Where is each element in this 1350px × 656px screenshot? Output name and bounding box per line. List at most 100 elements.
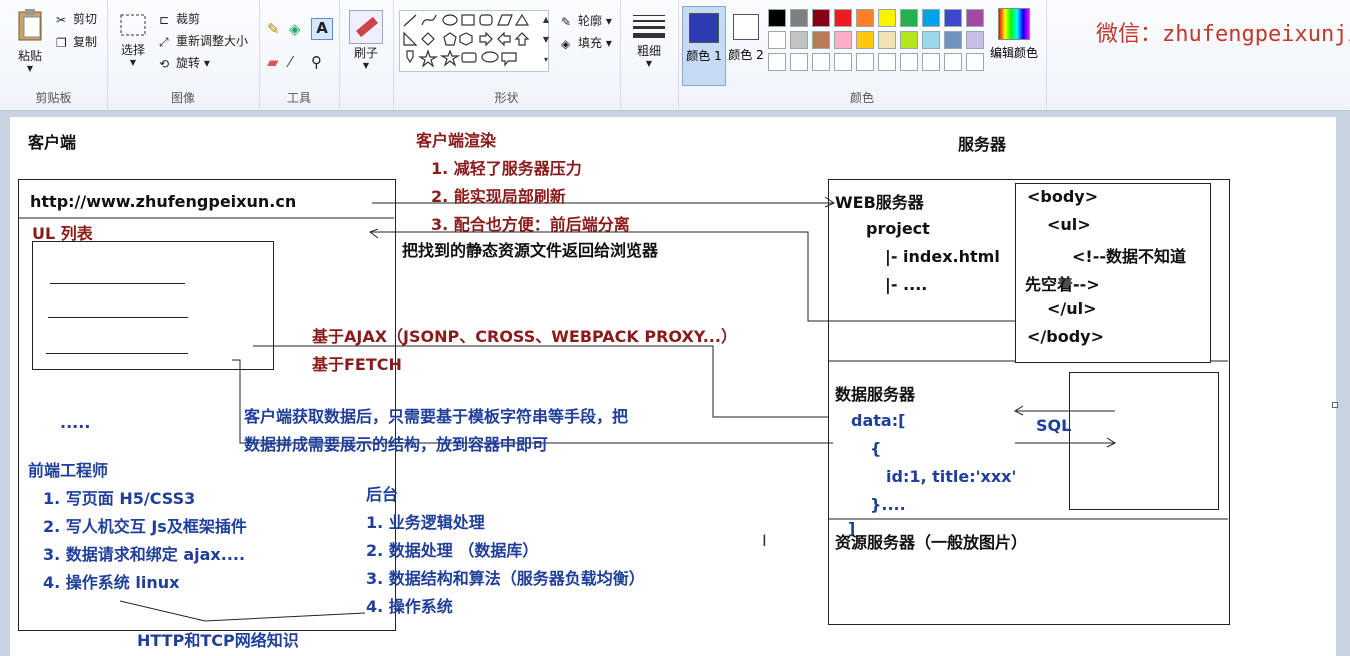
- project-label: project: [866, 219, 930, 238]
- fe-point-4: 4. 操作系统 linux: [43, 573, 180, 592]
- edit-colors-button[interactable]: 编辑颜色: [988, 8, 1040, 61]
- select-label: 选择: [120, 43, 145, 57]
- be-point-1: 1. 业务逻辑处理: [366, 513, 485, 532]
- eraser-icon[interactable]: ▰: [267, 53, 279, 71]
- palette-color-swatch[interactable]: [856, 9, 874, 27]
- size-label: 粗细: [636, 44, 661, 58]
- palette-color-swatch[interactable]: [922, 31, 940, 49]
- palette-color-swatch[interactable]: [856, 53, 874, 71]
- palette-color-swatch[interactable]: [768, 53, 786, 71]
- color1-button[interactable]: 颜色 1: [682, 6, 726, 86]
- palette-color-swatch[interactable]: [768, 9, 786, 27]
- rotate-button[interactable]: ⟲旋转 ▾: [159, 56, 210, 71]
- clipboard-group-label: 剪贴板: [35, 91, 72, 105]
- brush-dropdown-icon[interactable]: ▼: [362, 61, 370, 70]
- palette-color-swatch[interactable]: [812, 9, 830, 27]
- palette-color-swatch[interactable]: [900, 31, 918, 49]
- ul-list-box: [32, 241, 274, 370]
- paste-dropdown-icon[interactable]: ▼: [26, 64, 34, 73]
- magnifier-icon[interactable]: ⚲: [311, 53, 322, 71]
- palette-color-swatch[interactable]: [790, 53, 808, 71]
- shapes-scroll[interactable]: ▲▼▾: [542, 15, 550, 64]
- paint-canvas[interactable]: 客户端 客户端渲染 1. 减轻了服务器压力 2. 能实现局部刷新 3. 配合也方…: [10, 117, 1338, 656]
- client-note-line-2: 数据拼成需要展示的结构，放到容器中即可: [244, 435, 549, 454]
- fill-bucket-icon[interactable]: ◈: [289, 20, 301, 38]
- palette-color-swatch[interactable]: [856, 31, 874, 49]
- cut-button[interactable]: ✂剪切: [56, 10, 97, 27]
- web-server-label: WEB服务器: [835, 193, 924, 212]
- sql-label: SQL: [1036, 416, 1072, 435]
- paste-button[interactable]: 粘贴 ▼: [10, 8, 50, 73]
- palette-color-swatch[interactable]: [966, 31, 984, 49]
- line-size-icon: [633, 15, 665, 38]
- clipboard-group: 粘贴 ▼ ✂剪切 ❐复制 剪贴板: [0, 0, 108, 110]
- text-tool-icon[interactable]: A: [311, 18, 333, 40]
- select-icon: [120, 14, 146, 36]
- render-point-1: 1. 减轻了服务器压力: [431, 159, 582, 178]
- color2-label: 颜色 2: [728, 48, 764, 62]
- palette-color-swatch[interactable]: [834, 31, 852, 49]
- palette-color-swatch[interactable]: [966, 53, 984, 71]
- rotate-label: 旋转: [176, 56, 201, 70]
- select-button[interactable]: 选择 ▼: [115, 12, 151, 67]
- palette-color-swatch[interactable]: [834, 9, 852, 27]
- select-dropdown-icon[interactable]: ▼: [129, 58, 137, 67]
- fe-point-3: 3. 数据请求和绑定 ajax....: [43, 545, 246, 564]
- palette-color-swatch[interactable]: [922, 9, 940, 27]
- palette-color-swatch[interactable]: [834, 53, 852, 71]
- size-dropdown-icon[interactable]: ▼: [645, 59, 653, 68]
- palette-color-swatch[interactable]: [768, 31, 786, 49]
- text-cursor-icon: I: [762, 531, 767, 550]
- code-line: <!--数据不知道: [1072, 247, 1186, 266]
- fe-point-2: 2. 写人机交互 Js及框架插件: [43, 517, 247, 536]
- palette-color-swatch[interactable]: [790, 31, 808, 49]
- outline-button[interactable]: ✎轮廓 ▾: [561, 14, 612, 29]
- palette-color-swatch[interactable]: [900, 9, 918, 27]
- ajax-text: 基于AJAX（JSONP、CROSS、WEBPACK PROXY...）: [312, 327, 737, 346]
- shapes-group-label: 形状: [494, 91, 519, 105]
- render-title: 客户端渲染: [416, 131, 497, 150]
- index-file-label: |- index.html: [885, 247, 1000, 266]
- palette-color-swatch[interactable]: [922, 53, 940, 71]
- brush-button[interactable]: 刷子 ▼: [347, 10, 385, 70]
- render-point-3: 3. 配合也方便：前后端分离: [431, 215, 630, 234]
- palette-color-swatch[interactable]: [790, 9, 808, 27]
- pencil-icon[interactable]: ✎: [267, 20, 280, 38]
- be-point-2: 2. 数据处理 （数据库）: [366, 541, 539, 560]
- palette-color-swatch[interactable]: [812, 53, 830, 71]
- canvas-resize-handle[interactable]: [1332, 402, 1338, 408]
- resize-button[interactable]: ⤢重新调整大小: [159, 32, 248, 49]
- brush-icon: [349, 10, 383, 44]
- fe-point-1: 1. 写页面 H5/CSS3: [43, 489, 196, 508]
- palette-color-swatch[interactable]: [944, 9, 962, 27]
- data-code-line: }....: [870, 495, 906, 514]
- list-line: [46, 353, 188, 354]
- palette-color-swatch[interactable]: [812, 31, 830, 49]
- data-code-line: data:[: [851, 411, 906, 430]
- copy-label: 复制: [73, 35, 98, 49]
- color2-button[interactable]: 颜色 2: [726, 6, 766, 84]
- tools-group-label: 工具: [286, 91, 311, 105]
- palette-color-swatch[interactable]: [944, 53, 962, 71]
- palette-color-swatch[interactable]: [878, 53, 896, 71]
- copy-button[interactable]: ❐复制: [56, 33, 97, 50]
- palette-color-swatch[interactable]: [944, 31, 962, 49]
- palette-color-swatch[interactable]: [900, 53, 918, 71]
- html-code-box: [1015, 183, 1211, 363]
- browser-box: [18, 179, 396, 631]
- shapes-gallery[interactable]: [399, 10, 549, 72]
- diagram-lines: [18, 196, 1228, 622]
- crop-button[interactable]: ⊏裁剪: [159, 10, 200, 27]
- ul-label: UL 列表: [32, 224, 93, 243]
- palette-color-swatch[interactable]: [878, 9, 896, 27]
- fill-button[interactable]: ◈填充 ▾: [561, 36, 612, 51]
- edit-colors-icon: [998, 8, 1030, 40]
- code-line: 先空着-->: [1025, 275, 1100, 294]
- color-picker-icon[interactable]: ⁄: [289, 53, 292, 71]
- data-code-line: {: [870, 439, 882, 458]
- size-button[interactable]: 粗细 ▼: [630, 12, 668, 68]
- render-point-2: 2. 能实现局部刷新: [431, 187, 566, 206]
- palette-color-swatch[interactable]: [878, 31, 896, 49]
- palette-color-swatch[interactable]: [966, 9, 984, 27]
- http-text: HTTP和TCP网络知识: [137, 631, 299, 650]
